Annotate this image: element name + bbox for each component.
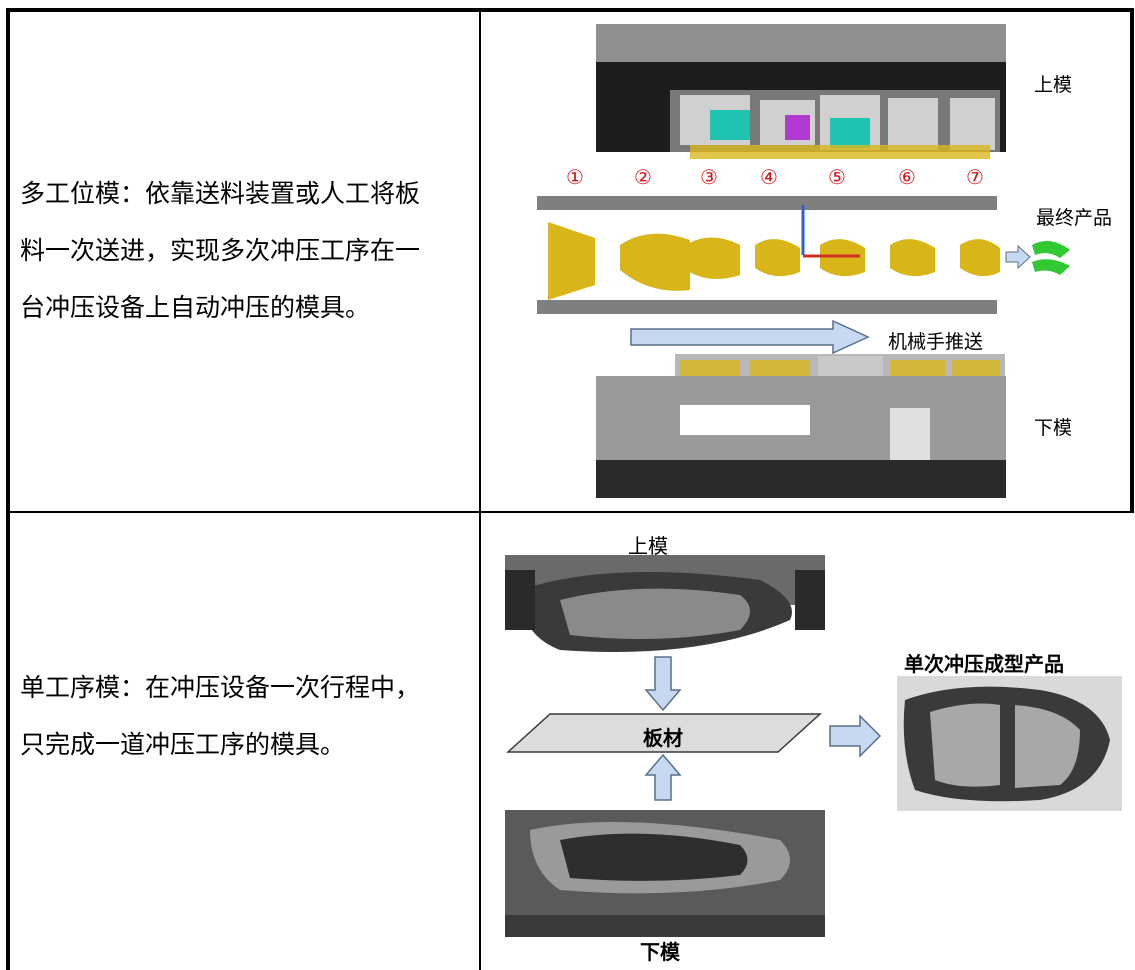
table-border-left bbox=[6, 8, 10, 970]
lower-die-image bbox=[505, 810, 825, 937]
station-number: ⑦ bbox=[966, 165, 984, 189]
table-border-top bbox=[6, 8, 1134, 12]
arrow-up bbox=[644, 753, 682, 801]
lower-die-label: 下模 bbox=[640, 940, 680, 964]
station-number: ③ bbox=[700, 165, 718, 189]
product-image bbox=[897, 676, 1122, 811]
robot-transfer-label: 机械手推送 bbox=[888, 331, 984, 353]
row-divider bbox=[6, 511, 1134, 513]
single-process-die-description: 单工序模：在冲压设备一次行程中， 只完成一道冲压工序的模具。 bbox=[20, 659, 470, 773]
arrow-right bbox=[829, 714, 882, 758]
description-line: 单工序模：在冲压设备一次行程中， bbox=[20, 673, 421, 702]
progressive-die-description: 多工位模：依靠送料装置或人工将板 料一次送进，实现多次冲压工序在一 台冲压设备上… bbox=[20, 165, 470, 336]
lower-die-label: 下模 bbox=[1034, 417, 1073, 439]
description-line: 料一次送进，实现多次冲压工序在一 bbox=[20, 236, 421, 265]
arrow-down bbox=[644, 656, 682, 712]
station-number: ④ bbox=[760, 165, 778, 189]
description-line: 台冲压设备上自动冲压的模具。 bbox=[20, 293, 371, 322]
description-line: 只完成一道冲压工序的模具。 bbox=[20, 730, 346, 759]
final-product-image bbox=[1032, 241, 1070, 275]
station-number: ⑥ bbox=[898, 165, 916, 189]
station-number: ② bbox=[634, 165, 652, 189]
table-border-right bbox=[1130, 8, 1134, 513]
station-number: ⑤ bbox=[828, 165, 846, 189]
arrow-to-product bbox=[1005, 244, 1031, 270]
upper-die-label: 上模 bbox=[628, 534, 668, 558]
description-line: 多工位模：依靠送料装置或人工将板 bbox=[20, 179, 421, 208]
product-label: 单次冲压成型产品 bbox=[904, 652, 1064, 676]
column-divider bbox=[479, 8, 481, 970]
upper-die-label: 上模 bbox=[1034, 74, 1073, 96]
upper-die-image bbox=[596, 24, 1006, 159]
sheet-label: 板材 bbox=[643, 726, 683, 750]
lower-die-image bbox=[596, 354, 1006, 498]
comparison-table bbox=[6, 8, 1134, 970]
final-product-label: 最终产品 bbox=[1036, 207, 1113, 229]
robot-transfer-arrow bbox=[630, 319, 870, 355]
upper-die-image bbox=[505, 555, 825, 652]
strip-layout-image bbox=[537, 196, 1000, 314]
sheet-image bbox=[506, 713, 822, 753]
station-number: ① bbox=[566, 165, 584, 189]
